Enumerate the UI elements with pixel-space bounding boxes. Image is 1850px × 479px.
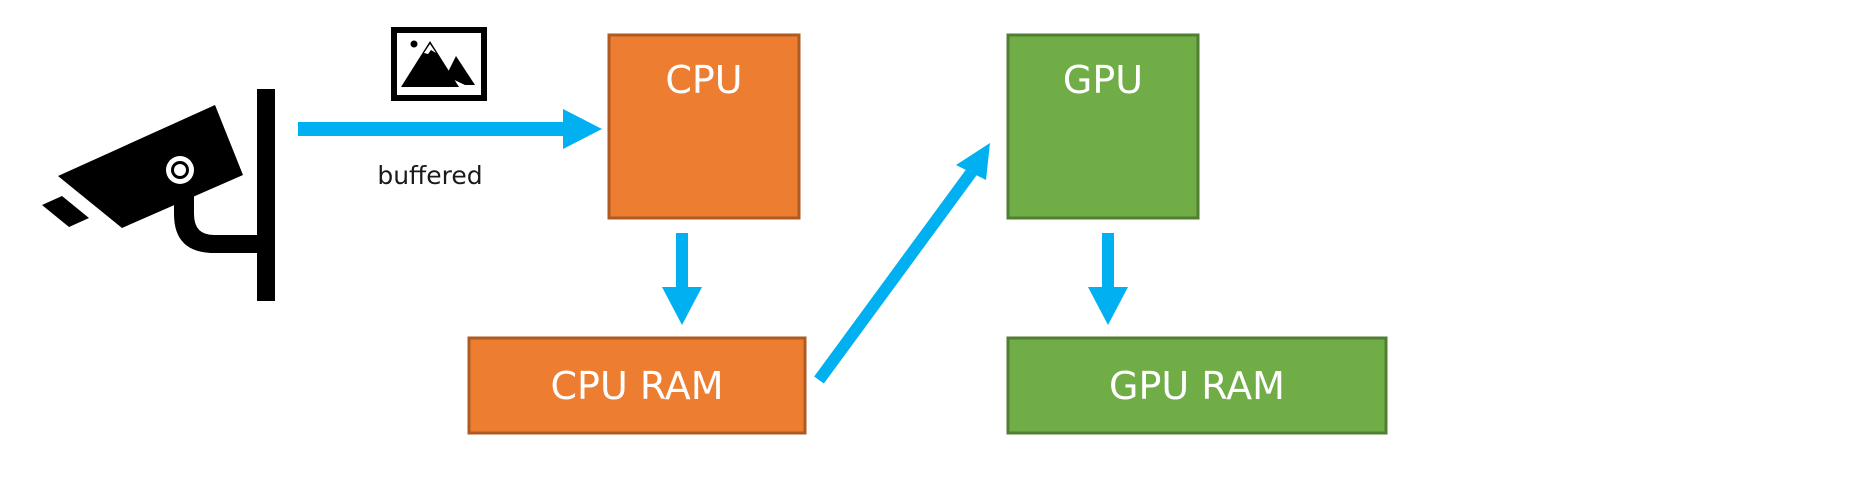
arrow-gpu-to-gpu-ram	[1088, 233, 1128, 325]
cpu-node: CPU	[607, 33, 801, 220]
cpu-ram-label: CPU RAM	[551, 364, 724, 408]
image-icon	[391, 27, 487, 101]
gpu-node: GPU	[1006, 33, 1200, 220]
buffered-label: buffered	[377, 161, 482, 190]
arrow-cpu-ram-to-gpu	[814, 143, 990, 384]
gpu-ram-node: GPU RAM	[1006, 336, 1388, 435]
cpu-label: CPU	[665, 58, 742, 102]
gpu-ram-label: GPU RAM	[1109, 364, 1285, 408]
gpu-label: GPU	[1063, 58, 1143, 102]
arrow-camera-to-cpu	[298, 109, 602, 149]
security-camera-icon	[42, 89, 275, 301]
cpu-ram-node: CPU RAM	[467, 336, 807, 435]
arrow-cpu-to-cpu-ram	[662, 233, 702, 325]
